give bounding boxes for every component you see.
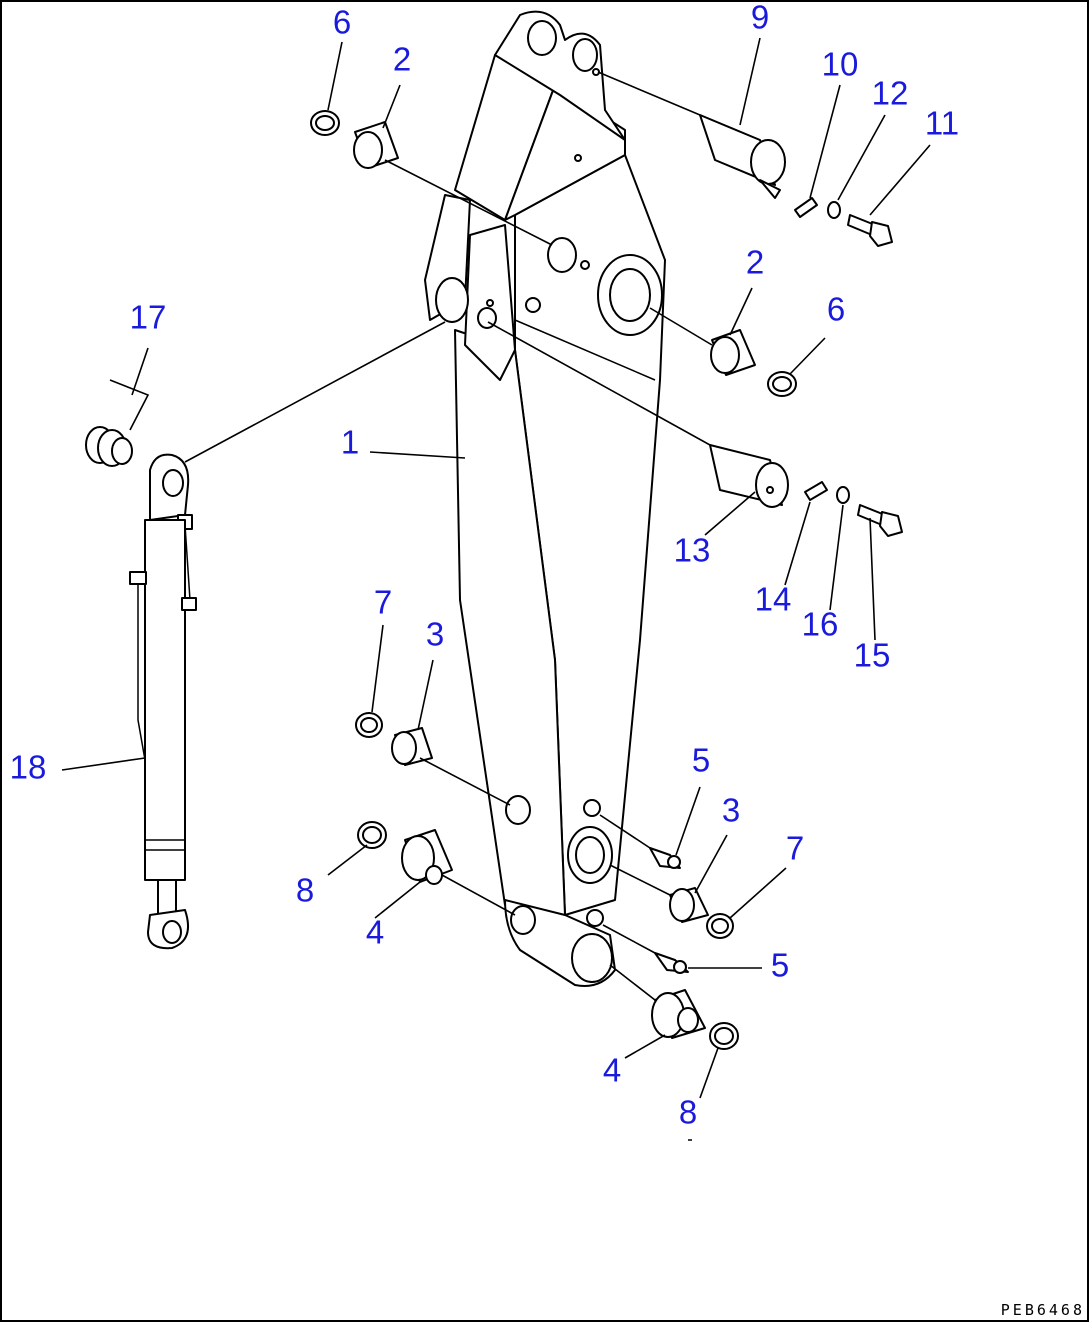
leader-4-left [374,881,421,919]
callout-2-top: 2 [393,41,411,78]
callout-12: 12 [872,75,909,112]
part-pin-9 [699,114,786,199]
leader-3-left-axis [419,757,511,806]
callout-8-left: 8 [296,872,314,909]
leader-5-upper-axis [599,814,651,849]
callout-15: 15 [854,637,891,674]
leader-7-right [729,867,787,919]
leader-7-left [371,624,384,713]
part-washer-16 [836,486,850,504]
callout-4-left: 4 [366,914,384,951]
callout-6-top: 6 [333,4,351,41]
leader-11 [869,144,931,216]
callout-5-lower: 5 [771,947,789,984]
part-seal-17 [85,426,133,467]
callout-6-right: 6 [827,291,845,328]
part-grease-nipple-5-upper [649,847,681,869]
leader-18 [61,757,146,771]
callout-3-left: 3 [426,616,444,653]
part-bushing-3-right [669,887,709,923]
callout-18: 18 [10,749,47,786]
leader-13 [704,491,756,536]
leader-4-right [624,1034,666,1059]
leader-6-right [789,337,826,375]
callout-1: 1 [341,424,359,461]
part-bushing-2-right [710,329,756,376]
part-cylinder-18 [129,453,197,950]
callout-11: 11 [925,105,959,142]
leader-2-top-axis [384,159,553,246]
callout-14: 14 [755,581,792,618]
leader-2-right-axis [649,307,713,346]
leader-13-axis [487,321,711,446]
part-ring-7-right [706,913,734,939]
callout-13: 13 [674,532,711,569]
part-washer-12 [827,201,841,219]
callout-3-right: 3 [722,792,740,829]
leader-12 [837,114,886,201]
leader-17-box [109,379,150,431]
leader-2-top [382,84,401,129]
leader-1 [369,451,466,459]
drawing-code: PEB6468 [1001,1301,1085,1319]
callout-4-right: 4 [603,1052,621,1089]
part-ring-8-left [357,821,387,849]
callout-9: 9 [751,0,769,36]
part-bushing-4-right [651,989,706,1039]
callout-2-right: 2 [746,244,764,281]
part-bushing-4-left [401,829,453,885]
part-plate-14 [804,481,828,501]
leader-9-axis [597,71,701,116]
callout-7-right: 7 [786,830,804,867]
leader-17-axis [184,321,446,463]
leader-9 [739,37,761,126]
part-ring-6-top [310,110,340,136]
callout-7-left: 7 [374,584,392,621]
leader-4-left-axis [441,874,516,916]
leader-15 [869,517,876,641]
leader-3-left [417,659,434,731]
part-plate-10 [794,197,818,218]
leader-16 [829,504,844,611]
part-bolt-11 [847,214,893,247]
part-ring-8-right [709,1022,739,1050]
leader-8-left [327,844,368,876]
callout-17: 17 [130,299,167,336]
leader-8-right [699,1047,719,1099]
leader-3-right [694,834,728,894]
callout-5-upper: 5 [692,742,710,779]
leader-5-upper [675,786,701,856]
leader-4-right-axis [609,964,656,1001]
part-ring-7-left [355,712,383,738]
callout-10: 10 [822,46,859,83]
leader-10 [809,84,841,199]
leader-17 [131,347,149,396]
part-bolt-15 [857,504,903,537]
part-bushing-2-top [353,121,399,169]
leader-5-lower-axis [602,924,656,954]
callout-8-right: 8 [679,1094,697,1131]
leader-2-right [729,287,753,336]
part-pin-13 [709,444,789,508]
leader-14 [784,501,811,586]
leader-3-right-axis [609,864,671,896]
boom-body [424,10,666,987]
part-ring-6-right [767,371,797,397]
part-bushing-3-left [391,727,433,766]
callout-16: 16 [802,606,839,643]
part-grease-nipple-5-lower [654,952,689,974]
leader-6-top [327,41,343,111]
